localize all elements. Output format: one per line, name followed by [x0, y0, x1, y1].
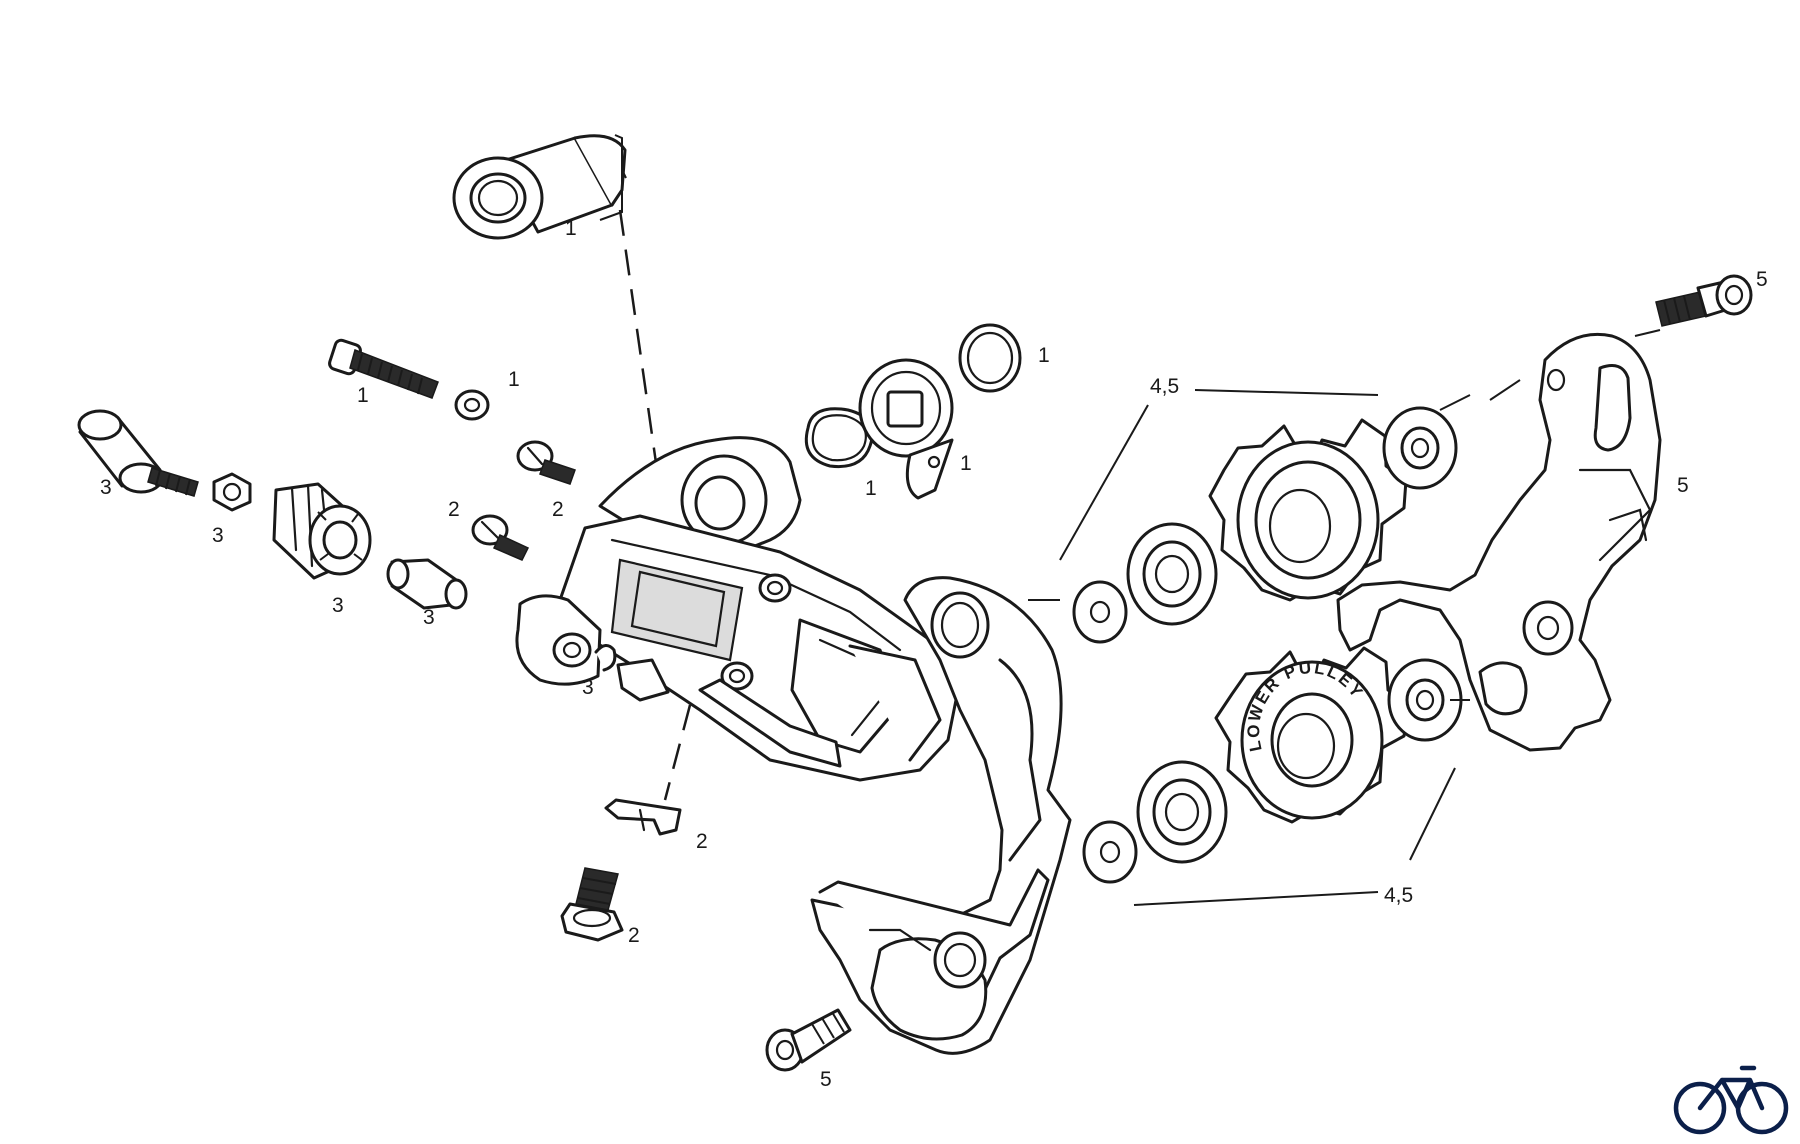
- o-ring-large: [958, 323, 1022, 393]
- callout-3-barrel: 3: [332, 594, 344, 617]
- upper-pulley-wheel: [1208, 418, 1408, 602]
- inner-cage-plate: [1336, 332, 1662, 752]
- bicycle-icon: [1673, 1065, 1789, 1135]
- callout-3-clip: 3: [582, 676, 594, 699]
- assembly-axis-bottom: [663, 704, 692, 801]
- derailleur-body: [515, 436, 960, 782]
- callout-1-tab: 1: [960, 452, 972, 475]
- cage-pivot-screw-bottom: [765, 1008, 852, 1072]
- callout-2-bolt: 2: [628, 924, 640, 947]
- lower-washer-inner: [1082, 820, 1138, 884]
- callout-1-bushing: 1: [865, 477, 877, 500]
- callout-2-screw-b: 2: [448, 498, 460, 521]
- callout-2-bracket: 2: [696, 830, 708, 853]
- lock-nut: [212, 472, 252, 512]
- cable-ferrule: [386, 558, 468, 610]
- lower-bearing: [1136, 760, 1228, 864]
- cage-screw-top: [1655, 274, 1753, 327]
- upper-bearing: [1126, 522, 1218, 626]
- callout-1-b-screw: 1: [357, 384, 369, 407]
- callout-5-cage: 5: [1677, 474, 1689, 497]
- callout-5-screw-bottom: 5: [820, 1068, 832, 1091]
- upper-washer-inner: [1072, 580, 1128, 644]
- o-ring-small: [804, 407, 874, 469]
- upper-washer-outer: [1382, 406, 1458, 490]
- cable-end-cap: [77, 409, 199, 497]
- callout-3-ferrule: 3: [423, 606, 435, 629]
- cable-guide-bracket: [604, 798, 682, 836]
- cable-guide-bolt: [560, 867, 624, 942]
- callout-45-lower: 4,5: [1384, 884, 1413, 907]
- limit-screw-high: [516, 440, 576, 485]
- b-tension-screw: [328, 338, 490, 421]
- callout-labels: 1 1 1 1 1 1 2 2 2 2 3 3 3 3 3 4,5 4,5 5 …: [100, 217, 1768, 1091]
- outer-cage-plate: [810, 576, 1072, 1055]
- callout-3-cap: 3: [100, 476, 112, 499]
- hanger-bolt: [452, 134, 627, 240]
- callout-3-nut: 3: [212, 524, 224, 547]
- barrel-adjuster: [272, 482, 372, 580]
- callout-45-upper: 4,5: [1150, 375, 1179, 398]
- callout-5-screw-top: 5: [1756, 268, 1768, 291]
- leader-lines: [1028, 329, 1661, 906]
- limit-screw-low: [471, 514, 530, 561]
- leader-top-bolt: [599, 134, 623, 221]
- callout-1-hanger-bolt: 1: [565, 217, 577, 240]
- assembly-axis-top: [618, 209, 659, 471]
- callout-2-screw-a: 2: [552, 498, 564, 521]
- lower-pulley-wheel: LOWER PULLEY: [1214, 646, 1410, 824]
- callout-1-b-washer: 1: [508, 368, 520, 391]
- b-knuckle-bushing: [858, 358, 954, 500]
- callout-1-o-ring: 1: [1038, 344, 1050, 367]
